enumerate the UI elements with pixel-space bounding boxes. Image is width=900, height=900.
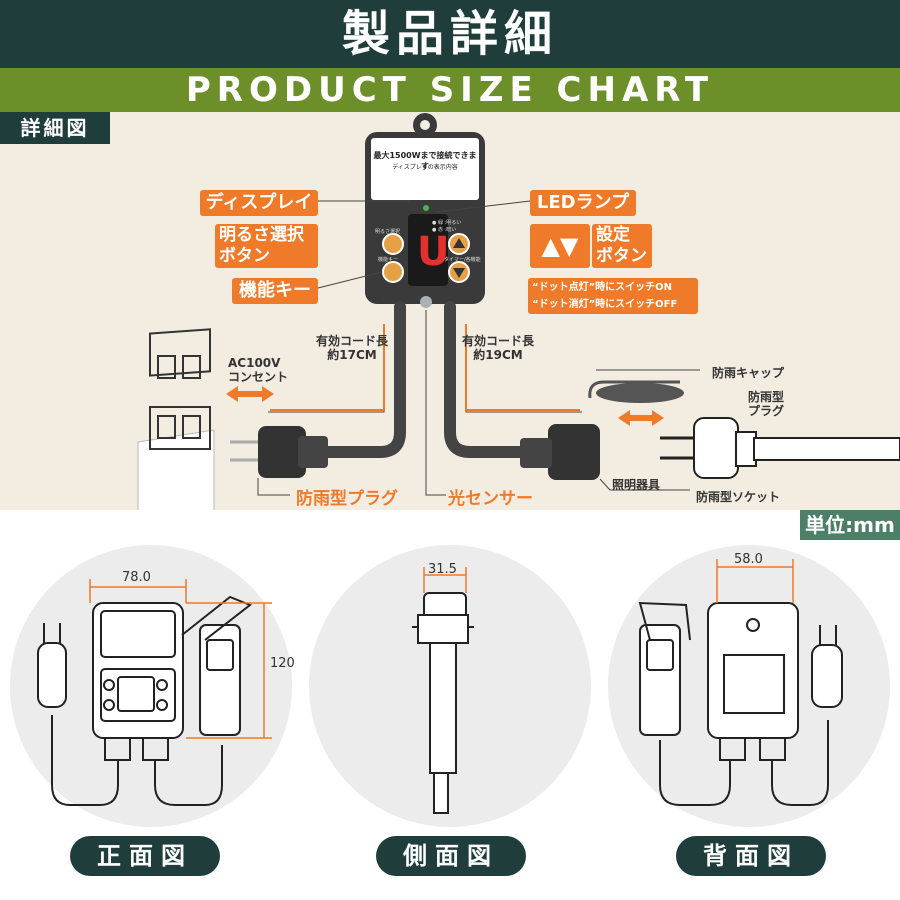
- led-label-on: ● 緑 :明るい: [432, 220, 462, 226]
- device-title: 最大1500Wまで接続できます: [373, 151, 477, 171]
- socket-label: 防雨型ソケット: [696, 490, 781, 504]
- side-view-device-icon: [412, 592, 474, 814]
- dot-note-off: “ドット消灯”時にスイッチOFF: [532, 299, 678, 310]
- cord-icon: [294, 301, 566, 458]
- outlet-line1: AC100V: [228, 356, 281, 370]
- side-dim-lines: [423, 567, 467, 593]
- side-view-label: 側面図: [376, 836, 526, 876]
- led-label-off: ● 赤 :暗い: [432, 227, 457, 233]
- page-title: 製品詳細: [0, 0, 900, 68]
- outlet-arrow-icon: [226, 386, 274, 402]
- cord-right-label: 有効コード長 約19CM: [462, 334, 534, 362]
- views-diagram: [37, 559, 843, 814]
- cord-left-line1: 有効コード長: [316, 334, 389, 348]
- cord-right-line2: 約19CM: [473, 348, 523, 362]
- device-display-digit: U: [417, 229, 450, 275]
- device-body-icon: [365, 113, 485, 308]
- cord-left-line2: 約17CM: [327, 348, 377, 362]
- left-plug-icon: [230, 426, 328, 478]
- device-func-label: 機能キー: [378, 257, 399, 263]
- right-plug-icon: [660, 417, 900, 479]
- callout-setting-line2: ボタン: [596, 246, 647, 266]
- callout-arrows-icon: ▲▼: [530, 224, 590, 268]
- back-view-label: 背面図: [676, 836, 826, 876]
- callout-function-key: 機能キー: [232, 278, 318, 304]
- front-dim-lines: [89, 579, 272, 739]
- unit-label: 単位:mm: [800, 510, 900, 540]
- outlet-label: AC100V コンセント: [228, 356, 288, 384]
- callout-dot-notes: “ドット点灯”時にスイッチON “ドット消灯”時にスイッチOFF: [528, 278, 698, 314]
- rain-plug-line2: プラグ: [748, 404, 785, 418]
- callout-brightness-line1: 明るさ選択: [219, 225, 304, 245]
- cord-left-label: 有効コード長 約17CM: [316, 334, 388, 362]
- back-dim-lines: [716, 559, 794, 603]
- cap-arrow-icon: [618, 410, 664, 426]
- callout-setting-line1: 設定: [596, 225, 630, 245]
- callout-led-lamp: LEDランプ: [530, 190, 636, 216]
- callout-display: ディスプレイ: [200, 190, 318, 216]
- back-view-device-icon: [638, 601, 843, 806]
- rain-cap-label: 防雨キャップ: [712, 366, 785, 380]
- lighting-label: 照明器具: [612, 478, 661, 492]
- device-subtitle: ディスプレイの表示内容: [392, 164, 458, 171]
- detail-diagram: [137, 113, 900, 510]
- device-timer-label: タイマー/各機能: [444, 257, 481, 263]
- light-sensor-label: 光センサー: [448, 489, 533, 509]
- bottom-plug-label: 防雨型プラグ: [296, 489, 398, 509]
- front-view-device-icon: [37, 595, 252, 806]
- socket-icon: [520, 424, 600, 480]
- front-view-label: 正面図: [70, 836, 220, 876]
- dot-note-on: “ドット点灯”時にスイッチON: [532, 282, 673, 293]
- side-width-dim: 31.5: [428, 562, 457, 577]
- wall-outlet-icon: [137, 328, 215, 510]
- back-width-dim: 58.0: [734, 552, 763, 567]
- page-subtitle: PRODUCT SIZE CHART: [0, 68, 900, 112]
- leader-lines: [257, 200, 700, 496]
- front-height-dim: 120: [270, 656, 295, 671]
- rain-cap-icon: [588, 380, 684, 403]
- detail-label: 詳細図: [0, 112, 110, 144]
- rain-plug-line1: 防雨型: [748, 390, 785, 404]
- callout-brightness-line2: ボタン: [219, 246, 270, 266]
- cord-right-line1: 有効コード長: [462, 334, 535, 348]
- outlet-line2: コンセント: [228, 370, 289, 384]
- device-bright-label: 明るさ選択: [375, 229, 401, 235]
- front-width-dim: 78.0: [122, 570, 151, 585]
- rain-plug-label: 防雨型 プラグ: [748, 390, 784, 418]
- callout-setting: 設定 ボタン: [592, 224, 652, 268]
- callout-brightness: 明るさ選択 ボタン: [215, 224, 318, 268]
